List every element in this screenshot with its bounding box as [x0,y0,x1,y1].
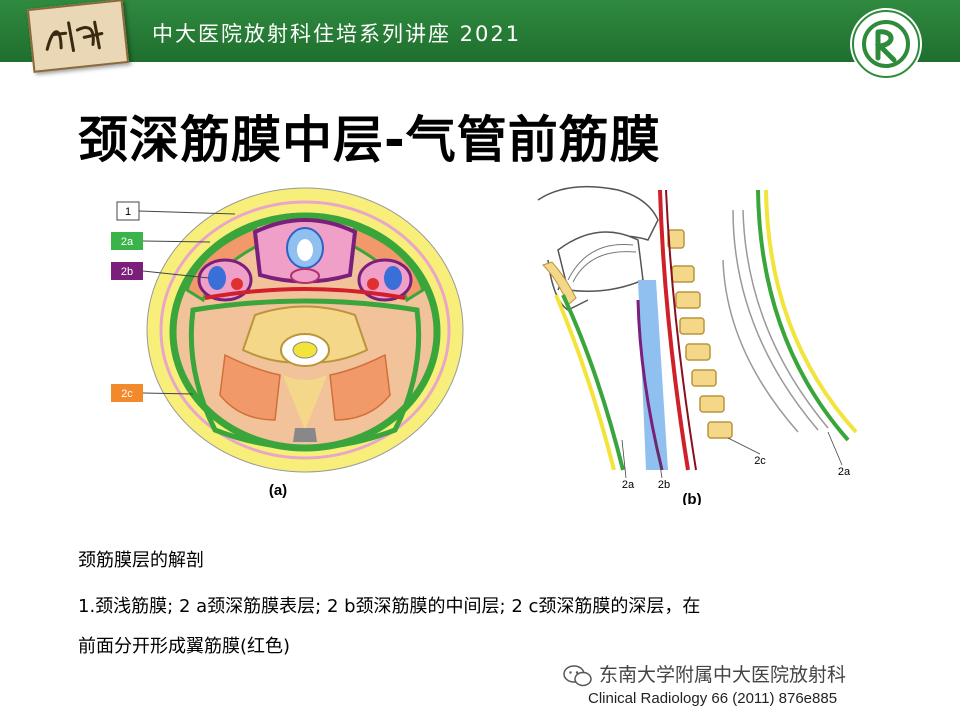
wechat-watermark: 东南大学附属中大医院放射科 [563,660,846,688]
wechat-icon [563,664,592,686]
hospital-emblem-logo [848,6,924,82]
label-2a: 2a [121,236,134,248]
label-b-2a-back: 2a [838,466,851,478]
label-2c: 2c [121,388,133,400]
label-b-2b: 2b [658,479,670,491]
slide-title: 颈深筋膜中层-气管前筋膜 [78,111,661,169]
wechat-text: 东南大学附属中大医院放射科 [599,664,847,686]
figure-a-axial-neck-diagram: 1 2a 2b 2c (a) [111,187,464,499]
label-b-2a-front: 2a [622,479,635,491]
header-title: 中大医院放射科住培系列讲座 2021 [152,22,522,46]
label-1: 1 [125,206,131,218]
citation: Clinical Radiology 66 (2011) 876e885 [588,690,838,707]
body-line-2: 1.颈浅筋膜; 2 a颈深筋膜表层; 2 b颈深筋膜的中间层; 2 c颈深筋膜的… [78,596,701,617]
figure-a-caption: (a) [269,482,287,499]
label-b-2c: 2c [754,455,766,467]
label-2b: 2b [121,266,133,278]
body-line-3: 前面分开形成翼筋膜(红色) [78,636,291,657]
body-line-1: 颈筋膜层的解剖 [78,550,204,571]
header-bar: 中大医院放射科住培系列讲座 2021 [0,0,960,80]
calligraphy-badge-icon [45,20,104,53]
training-badge-logo [26,0,130,73]
figure-b-caption: (b) [682,491,701,505]
figure-b-sagittal-neck-diagram: 2a 2b 2c 2a (b) [537,185,858,505]
